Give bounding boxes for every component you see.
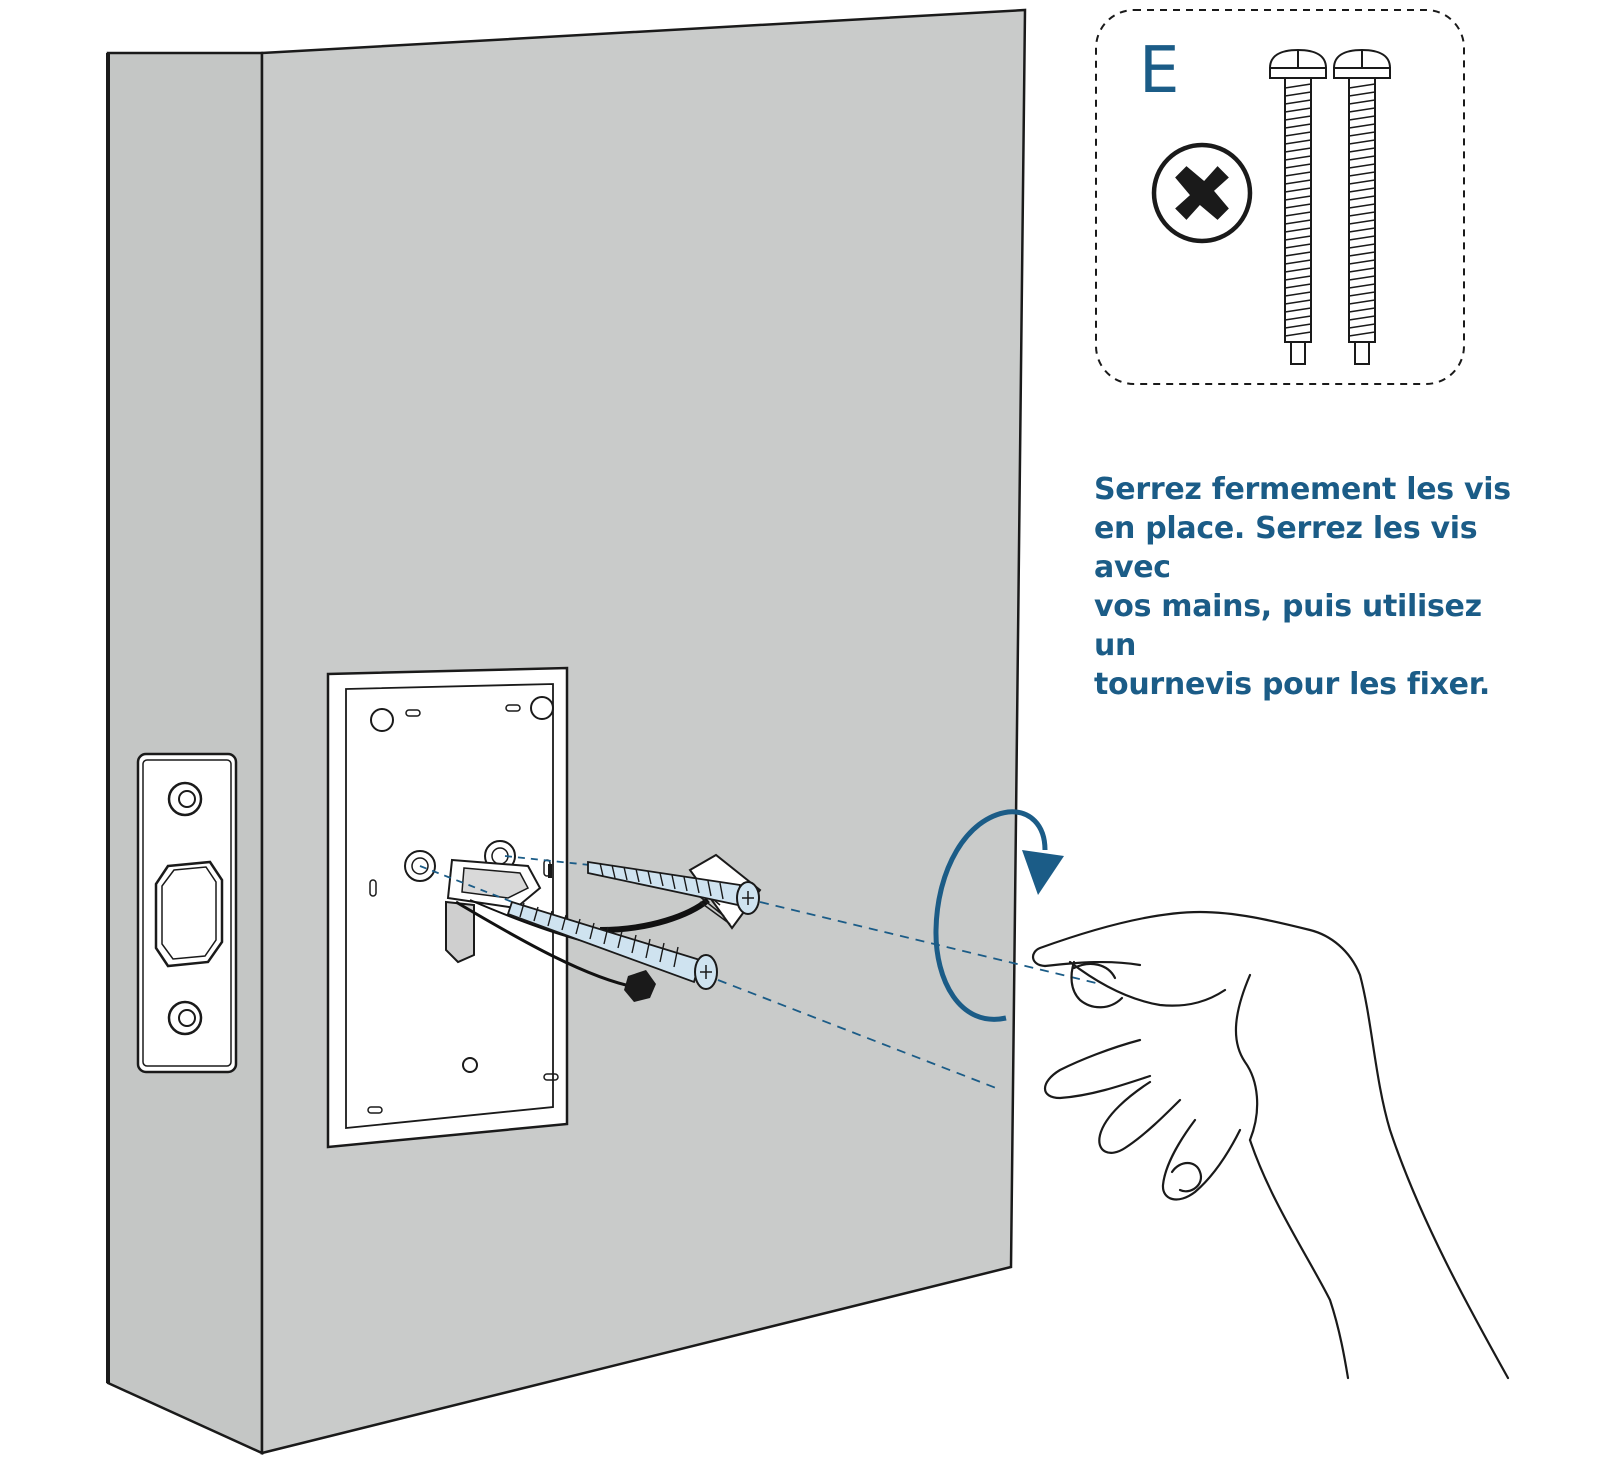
parts-box (1095, 9, 1465, 385)
phillips-screwdriver-icon (1151, 142, 1253, 244)
wire-connector-icon (624, 970, 656, 1002)
part-letter: E (1139, 34, 1180, 108)
latch-screw-bottom (167, 1000, 203, 1036)
machine-screw-icon (1332, 48, 1392, 365)
screw-lower (419, 865, 718, 990)
instruction-text: Serrez fermement les vis en place. Serre… (1094, 472, 1511, 702)
rotation-arrow-icon (933, 809, 1064, 1022)
machine-screw-icon (1268, 48, 1328, 365)
latch-faceplate (136, 752, 238, 1074)
hand-icon (1032, 910, 1510, 1380)
screw-upper (504, 855, 760, 915)
mounting-plate (326, 666, 569, 1149)
latch-screw-top (167, 781, 203, 817)
latch-icon (154, 860, 224, 968)
alignment-guides (717, 901, 1097, 1089)
